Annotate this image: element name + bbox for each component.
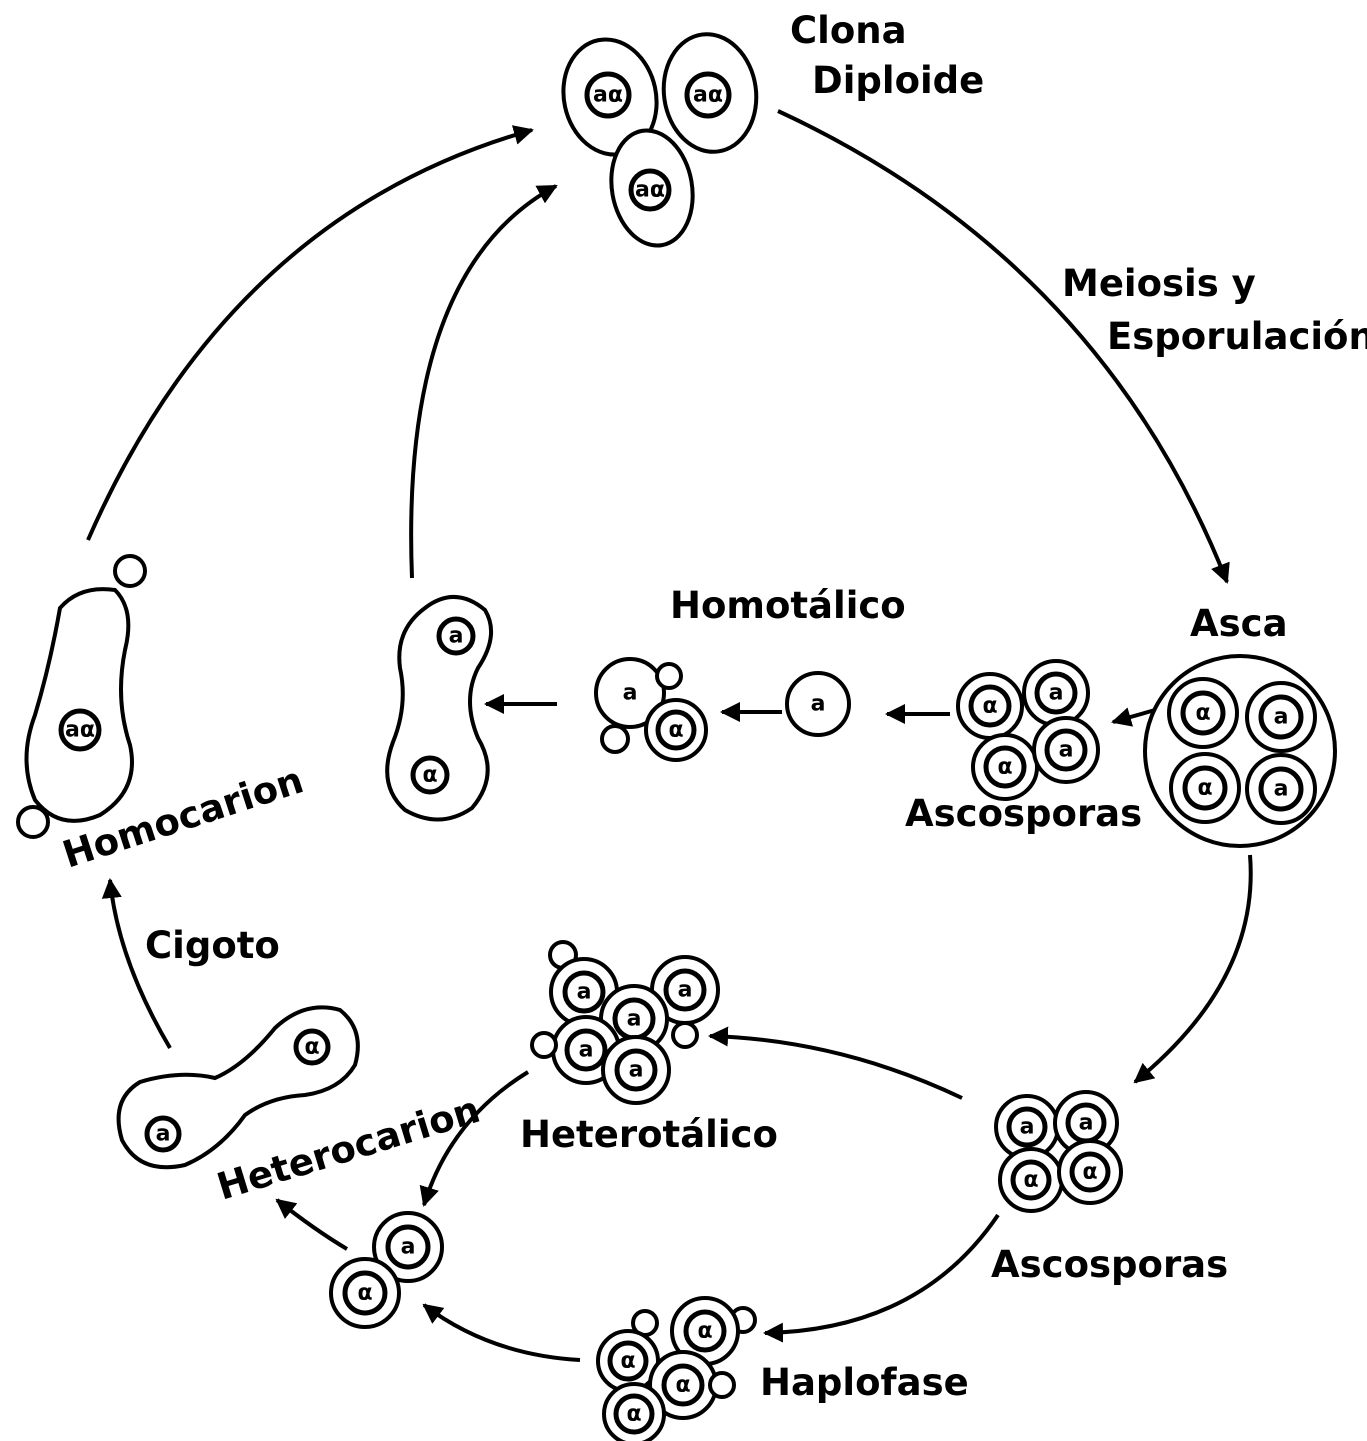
svg-text:a: a (1274, 777, 1289, 802)
haplophase-cluster: α α α α (598, 1298, 755, 1441)
svg-text:α: α (982, 694, 997, 719)
svg-text:α: α (1195, 701, 1210, 726)
svg-text:a: a (1274, 705, 1289, 730)
svg-text:a: a (678, 978, 693, 1003)
heterothallic-cluster: a a a a a (532, 942, 718, 1103)
homokaryon-cell: aα (18, 556, 145, 837)
svg-text:α: α (1082, 1160, 1097, 1185)
ascus: α a α a (1145, 656, 1335, 846)
svg-text:α: α (675, 1373, 690, 1398)
label-ascosporas-lower: Ascosporas (991, 1243, 1228, 1286)
single-spore-a: a (787, 673, 849, 735)
svg-text:a: a (1079, 1111, 1094, 1136)
mating-pair: a α (331, 1213, 442, 1327)
zygote-homothallic: a α (387, 597, 491, 820)
svg-text:α: α (668, 718, 683, 743)
label-heterotalico: Heterotálico (520, 1113, 778, 1156)
svg-text:α: α (620, 1349, 635, 1374)
svg-text:aα: aα (593, 83, 623, 108)
label-clona: Clona (790, 9, 907, 52)
svg-text:aα: aα (635, 178, 665, 203)
label-homotalico: Homotálico (670, 584, 906, 627)
ascospores-upper: α a α a (958, 661, 1098, 799)
svg-text:a: a (1059, 738, 1074, 763)
svg-text:a: a (577, 980, 592, 1005)
svg-text:α: α (1197, 776, 1212, 801)
label-meiosis: Meiosis y (1062, 262, 1256, 305)
svg-text:a: a (1020, 1115, 1035, 1140)
svg-text:a: a (623, 681, 638, 706)
mating-type-switch-cells: a α (596, 659, 706, 760)
label-diploide: Diploide (812, 59, 984, 102)
svg-text:α: α (1023, 1168, 1038, 1193)
svg-text:a: a (629, 1058, 644, 1083)
svg-text:a: a (449, 624, 464, 649)
ascospores-lower: a a α α (996, 1092, 1121, 1211)
svg-text:a: a (156, 1122, 171, 1147)
svg-text:a: a (579, 1038, 594, 1063)
label-ascosporas-upper: Ascosporas (905, 792, 1142, 835)
svg-text:aα: aα (693, 83, 723, 108)
svg-text:α: α (357, 1281, 372, 1306)
diploid-clone: aα aα aα (553, 28, 764, 252)
svg-text:a: a (811, 692, 826, 717)
label-esporulacion: Esporulación (1107, 315, 1367, 358)
label-asca: Asca (1190, 602, 1288, 645)
svg-text:α: α (697, 1319, 712, 1344)
svg-text:α: α (304, 1035, 319, 1060)
svg-text:a: a (401, 1235, 416, 1260)
svg-text:a: a (1049, 681, 1064, 706)
svg-text:α: α (997, 755, 1012, 780)
svg-text:α: α (422, 763, 437, 788)
svg-text:α: α (626, 1402, 641, 1427)
svg-text:aα: aα (65, 718, 95, 743)
svg-text:a: a (627, 1007, 642, 1032)
label-cigoto: Cigoto (145, 924, 280, 967)
label-haplofase: Haplofase (760, 1361, 969, 1404)
